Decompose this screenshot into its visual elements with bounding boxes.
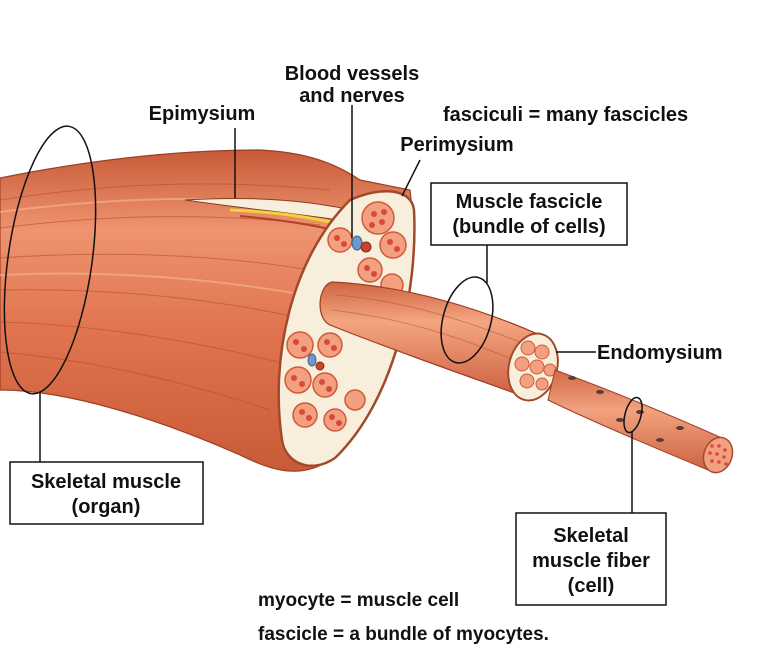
- fascicle-cross: [284, 366, 312, 394]
- fascicle-cross: [361, 201, 395, 235]
- fasciculi-note: fasciculi = many fascicles: [443, 104, 688, 126]
- fiber-ring: [623, 396, 643, 434]
- fascicle-cross: [357, 257, 383, 283]
- muscle-fiber-body: [547, 369, 723, 471]
- fascicle-cross: [312, 372, 338, 398]
- fascicle-cross: [292, 402, 318, 428]
- epimysium-label: Epimysium: [149, 103, 256, 125]
- fascicle-cross: [344, 389, 366, 411]
- leader-lines: [39, 105, 633, 513]
- muscle-fascicle-body: [319, 281, 541, 396]
- fascicle-note: fascicle = a bundle of myocytes.: [258, 624, 549, 645]
- muscle-fascicle-box: [430, 182, 628, 246]
- fascicle-cross: [286, 331, 314, 359]
- skeletal-muscle-box: [9, 461, 204, 525]
- muscle-fiber-label-1: Skeletal: [553, 525, 629, 547]
- endomysium-label: Endomysium: [597, 342, 723, 364]
- muscle-fiber-box: [515, 512, 667, 606]
- blood-vessels-label-1: Blood vessels: [285, 63, 420, 85]
- blood-vessels-label-2: and nerves: [299, 85, 405, 107]
- muscle-fiber-label-2: muscle fiber: [532, 550, 650, 572]
- fiber-end-myofibrils: [708, 444, 728, 466]
- muscle-fascicle-label-1: Muscle fascicle: [456, 191, 603, 213]
- muscle-fiber-label-3: (cell): [568, 575, 615, 597]
- skeletal-muscle-label-1: Skeletal muscle: [31, 471, 181, 493]
- cross-section-fiber-dots: [291, 209, 400, 426]
- skeletal-muscle-ring: [3, 125, 97, 395]
- muscle-fascicle-label-2: (bundle of cells): [452, 216, 605, 238]
- fascicle-cross: [327, 227, 353, 253]
- skeletal-muscle-label-2: (organ): [72, 496, 141, 518]
- fascicle-striations: [331, 294, 531, 366]
- fascicle-ring: [440, 276, 494, 364]
- cross-section-vessels: [307, 235, 372, 371]
- perimysium-label: Perimysium: [400, 134, 513, 156]
- fascicle-cross: [317, 332, 343, 358]
- fascicle-cross: [379, 231, 407, 259]
- myocyte-note: myocyte = muscle cell: [258, 590, 459, 611]
- fascicle-cross: [323, 408, 347, 432]
